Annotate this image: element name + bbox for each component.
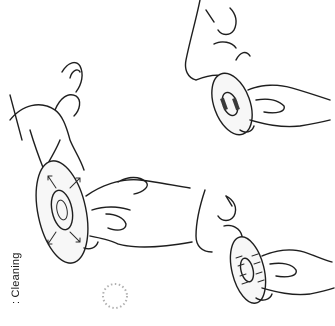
- main-cleaning-illustration: [10, 63, 192, 268]
- bottom-right-illustration: [196, 190, 334, 307]
- top-right-illustration: [185, 0, 330, 140]
- scan-artifact: [103, 284, 127, 308]
